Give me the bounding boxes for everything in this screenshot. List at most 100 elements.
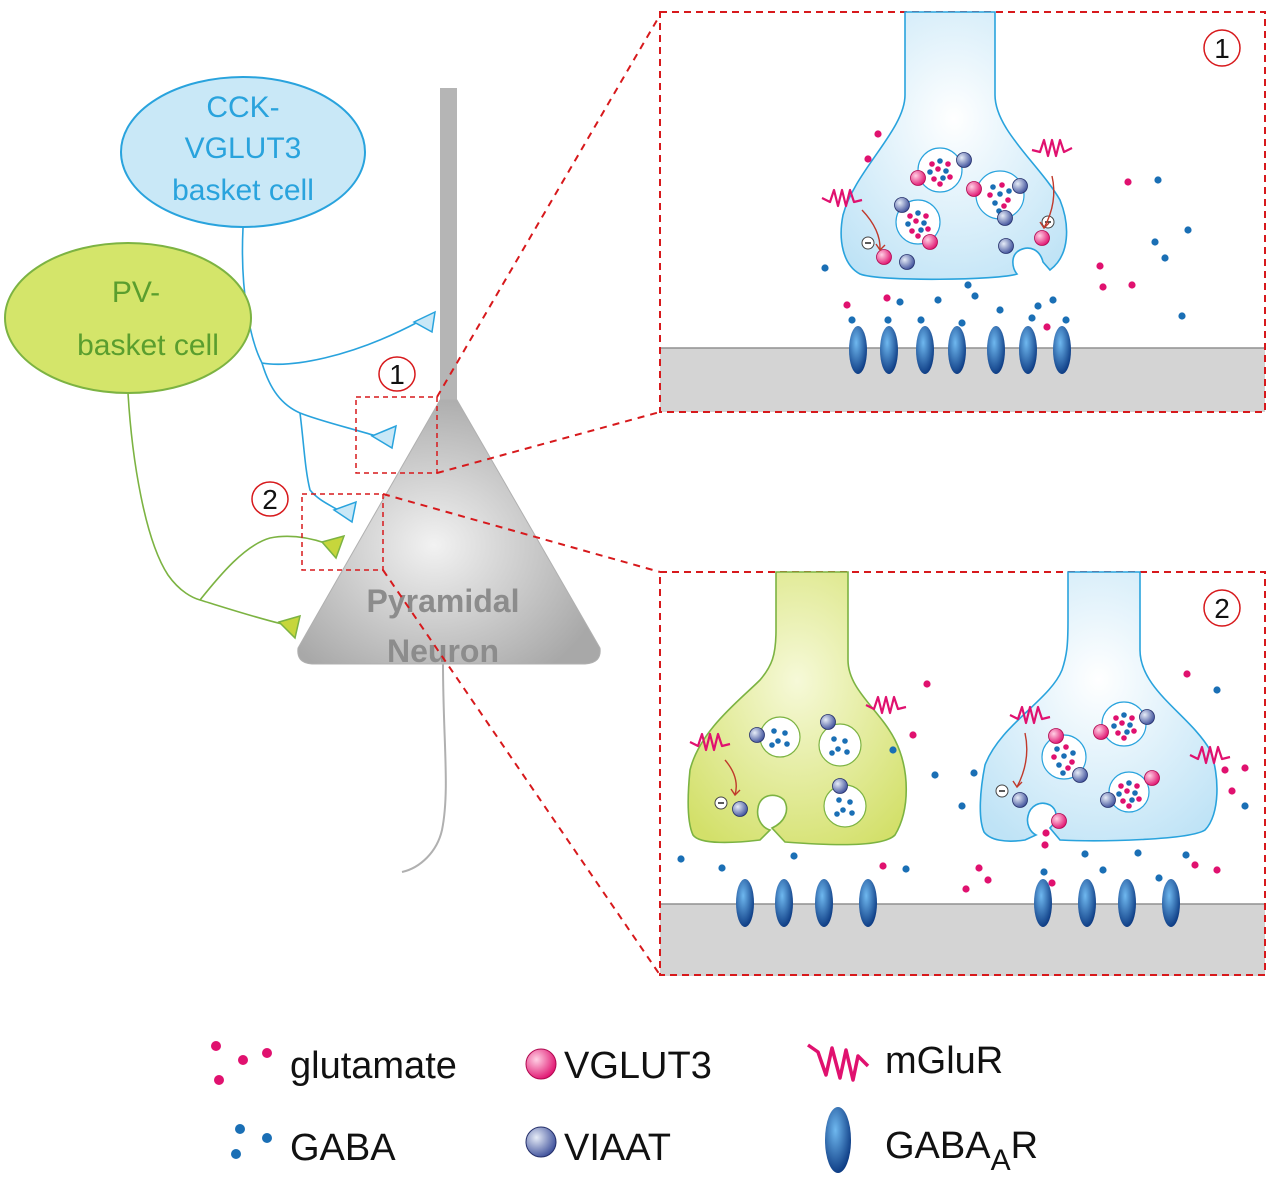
viaat-transporter — [749, 727, 765, 743]
gaba-dot — [1127, 722, 1133, 728]
glutamate-dot — [909, 228, 915, 234]
vglut3-transporter — [876, 249, 892, 265]
glutamate-dot — [1129, 715, 1135, 721]
cck-bouton-1 — [412, 310, 436, 334]
pyramidal-neuron-body — [297, 399, 601, 665]
gaba-dot — [902, 865, 910, 873]
gaba-dot — [1070, 750, 1076, 756]
glutamate-dot — [1183, 670, 1191, 678]
mglur-receptor — [1189, 745, 1231, 765]
panel-2: 2 — [659, 571, 1266, 976]
glutamate-dot — [909, 731, 917, 739]
gabaa-receptor — [1118, 879, 1136, 927]
gaba-dot — [915, 210, 921, 216]
synaptic-vesicle — [975, 170, 1025, 220]
gaba-dot — [990, 184, 996, 190]
gabaa-receptor — [948, 326, 966, 374]
gaba-dot — [842, 738, 848, 744]
gaba-dot — [718, 864, 726, 872]
gaba-dot — [1111, 723, 1117, 729]
glutamate-dot — [987, 192, 993, 198]
highlight-box-2 — [301, 493, 384, 571]
gabaa-receptor — [1078, 879, 1096, 927]
gaba-dot — [834, 811, 840, 817]
gaba-dot — [937, 158, 943, 164]
gaba-dot — [848, 316, 856, 324]
vesicle-membrane — [818, 723, 862, 767]
gaba-dot — [997, 191, 1003, 197]
glutamate-dot — [937, 181, 943, 187]
gaba-dot — [1182, 851, 1190, 859]
gaba-dot — [1161, 254, 1169, 262]
glutamate-dot — [929, 161, 935, 167]
gaba-dot — [917, 316, 925, 324]
gaba-dot — [1184, 226, 1192, 234]
gaba-dot — [1129, 797, 1135, 803]
cck-bouton-3 — [332, 500, 357, 524]
glutamate-dot — [1131, 728, 1137, 734]
legend-glutamate-icon — [211, 1041, 272, 1085]
glutamate-dot — [923, 680, 931, 688]
gaba-dot — [971, 292, 979, 300]
legend-gaba-icon — [231, 1124, 272, 1159]
gaba-dot — [836, 797, 842, 803]
panel-1-number: 1 — [1214, 33, 1230, 64]
gaba-dot — [1062, 316, 1070, 324]
legend-viaat-label: VIAAT — [564, 1127, 671, 1169]
pv-label-1: PV- — [112, 276, 160, 309]
vglut3-transporter — [922, 234, 938, 250]
glutamate-dot — [874, 130, 882, 138]
panel-2-elements — [677, 670, 1249, 927]
gaba-dot — [1155, 874, 1163, 882]
glutamate-dot — [931, 176, 937, 182]
legend-mglur-label: mGluR — [885, 1040, 1003, 1082]
gaba-dot — [1213, 686, 1221, 694]
gabaa-receptor — [916, 326, 934, 374]
glutamate-dot — [1118, 783, 1124, 789]
glutamate-dot — [1001, 203, 1007, 209]
glutamate-dot — [1241, 764, 1249, 772]
synaptic-vesicle — [759, 716, 801, 758]
synaptic-vesicle — [1041, 734, 1087, 780]
glutamate-dot — [1126, 803, 1132, 809]
arrow-head — [875, 243, 886, 252]
glutamate-dot — [907, 213, 913, 219]
glutamate-dot — [1228, 787, 1236, 795]
glutamate-dot — [1096, 262, 1104, 270]
arrow-head — [730, 788, 741, 797]
vesicle-membrane — [759, 716, 801, 758]
gaba-dot — [1056, 762, 1062, 768]
synaptic-vesicle — [917, 147, 963, 193]
legend-glutamate-label: glutamate — [290, 1045, 457, 1087]
inhibition-arrow — [861, 209, 881, 251]
glutamate-dot — [923, 213, 929, 219]
gaba-dot — [829, 750, 835, 756]
glutamate-dot — [1069, 759, 1075, 765]
mglur-receptor — [821, 188, 863, 208]
marker-1: 1 — [378, 356, 416, 392]
apical-dendrite — [440, 88, 457, 408]
panel-2-pv-bouton — [687, 571, 907, 846]
gaba-dot — [970, 769, 978, 777]
legend-mglur-icon — [806, 1043, 870, 1082]
cck-basket-cell — [120, 76, 366, 228]
pv-bouton-1 — [320, 534, 346, 560]
gaba-dot — [835, 746, 841, 752]
gaba-dot — [1121, 712, 1127, 718]
gabaa-receptor — [775, 879, 793, 927]
viaat-transporter — [998, 238, 1014, 254]
mglur-receptor — [1031, 138, 1073, 158]
glutamate-dot — [1065, 765, 1071, 771]
viaat-transporter — [832, 778, 848, 794]
inhibition-arrow — [1016, 732, 1028, 788]
gaba-dot — [849, 810, 855, 816]
panel-1-cck-bouton — [840, 11, 1068, 281]
glutamate-dot — [1120, 798, 1126, 804]
glutamate-dot — [962, 885, 970, 893]
gaba-dot — [905, 221, 911, 227]
gabaa-receptor — [849, 326, 867, 374]
gaba-dot — [940, 175, 946, 181]
gaba-dot — [1126, 780, 1132, 786]
gaba-dot — [943, 168, 949, 174]
pv-label-2: basket cell — [77, 329, 219, 362]
